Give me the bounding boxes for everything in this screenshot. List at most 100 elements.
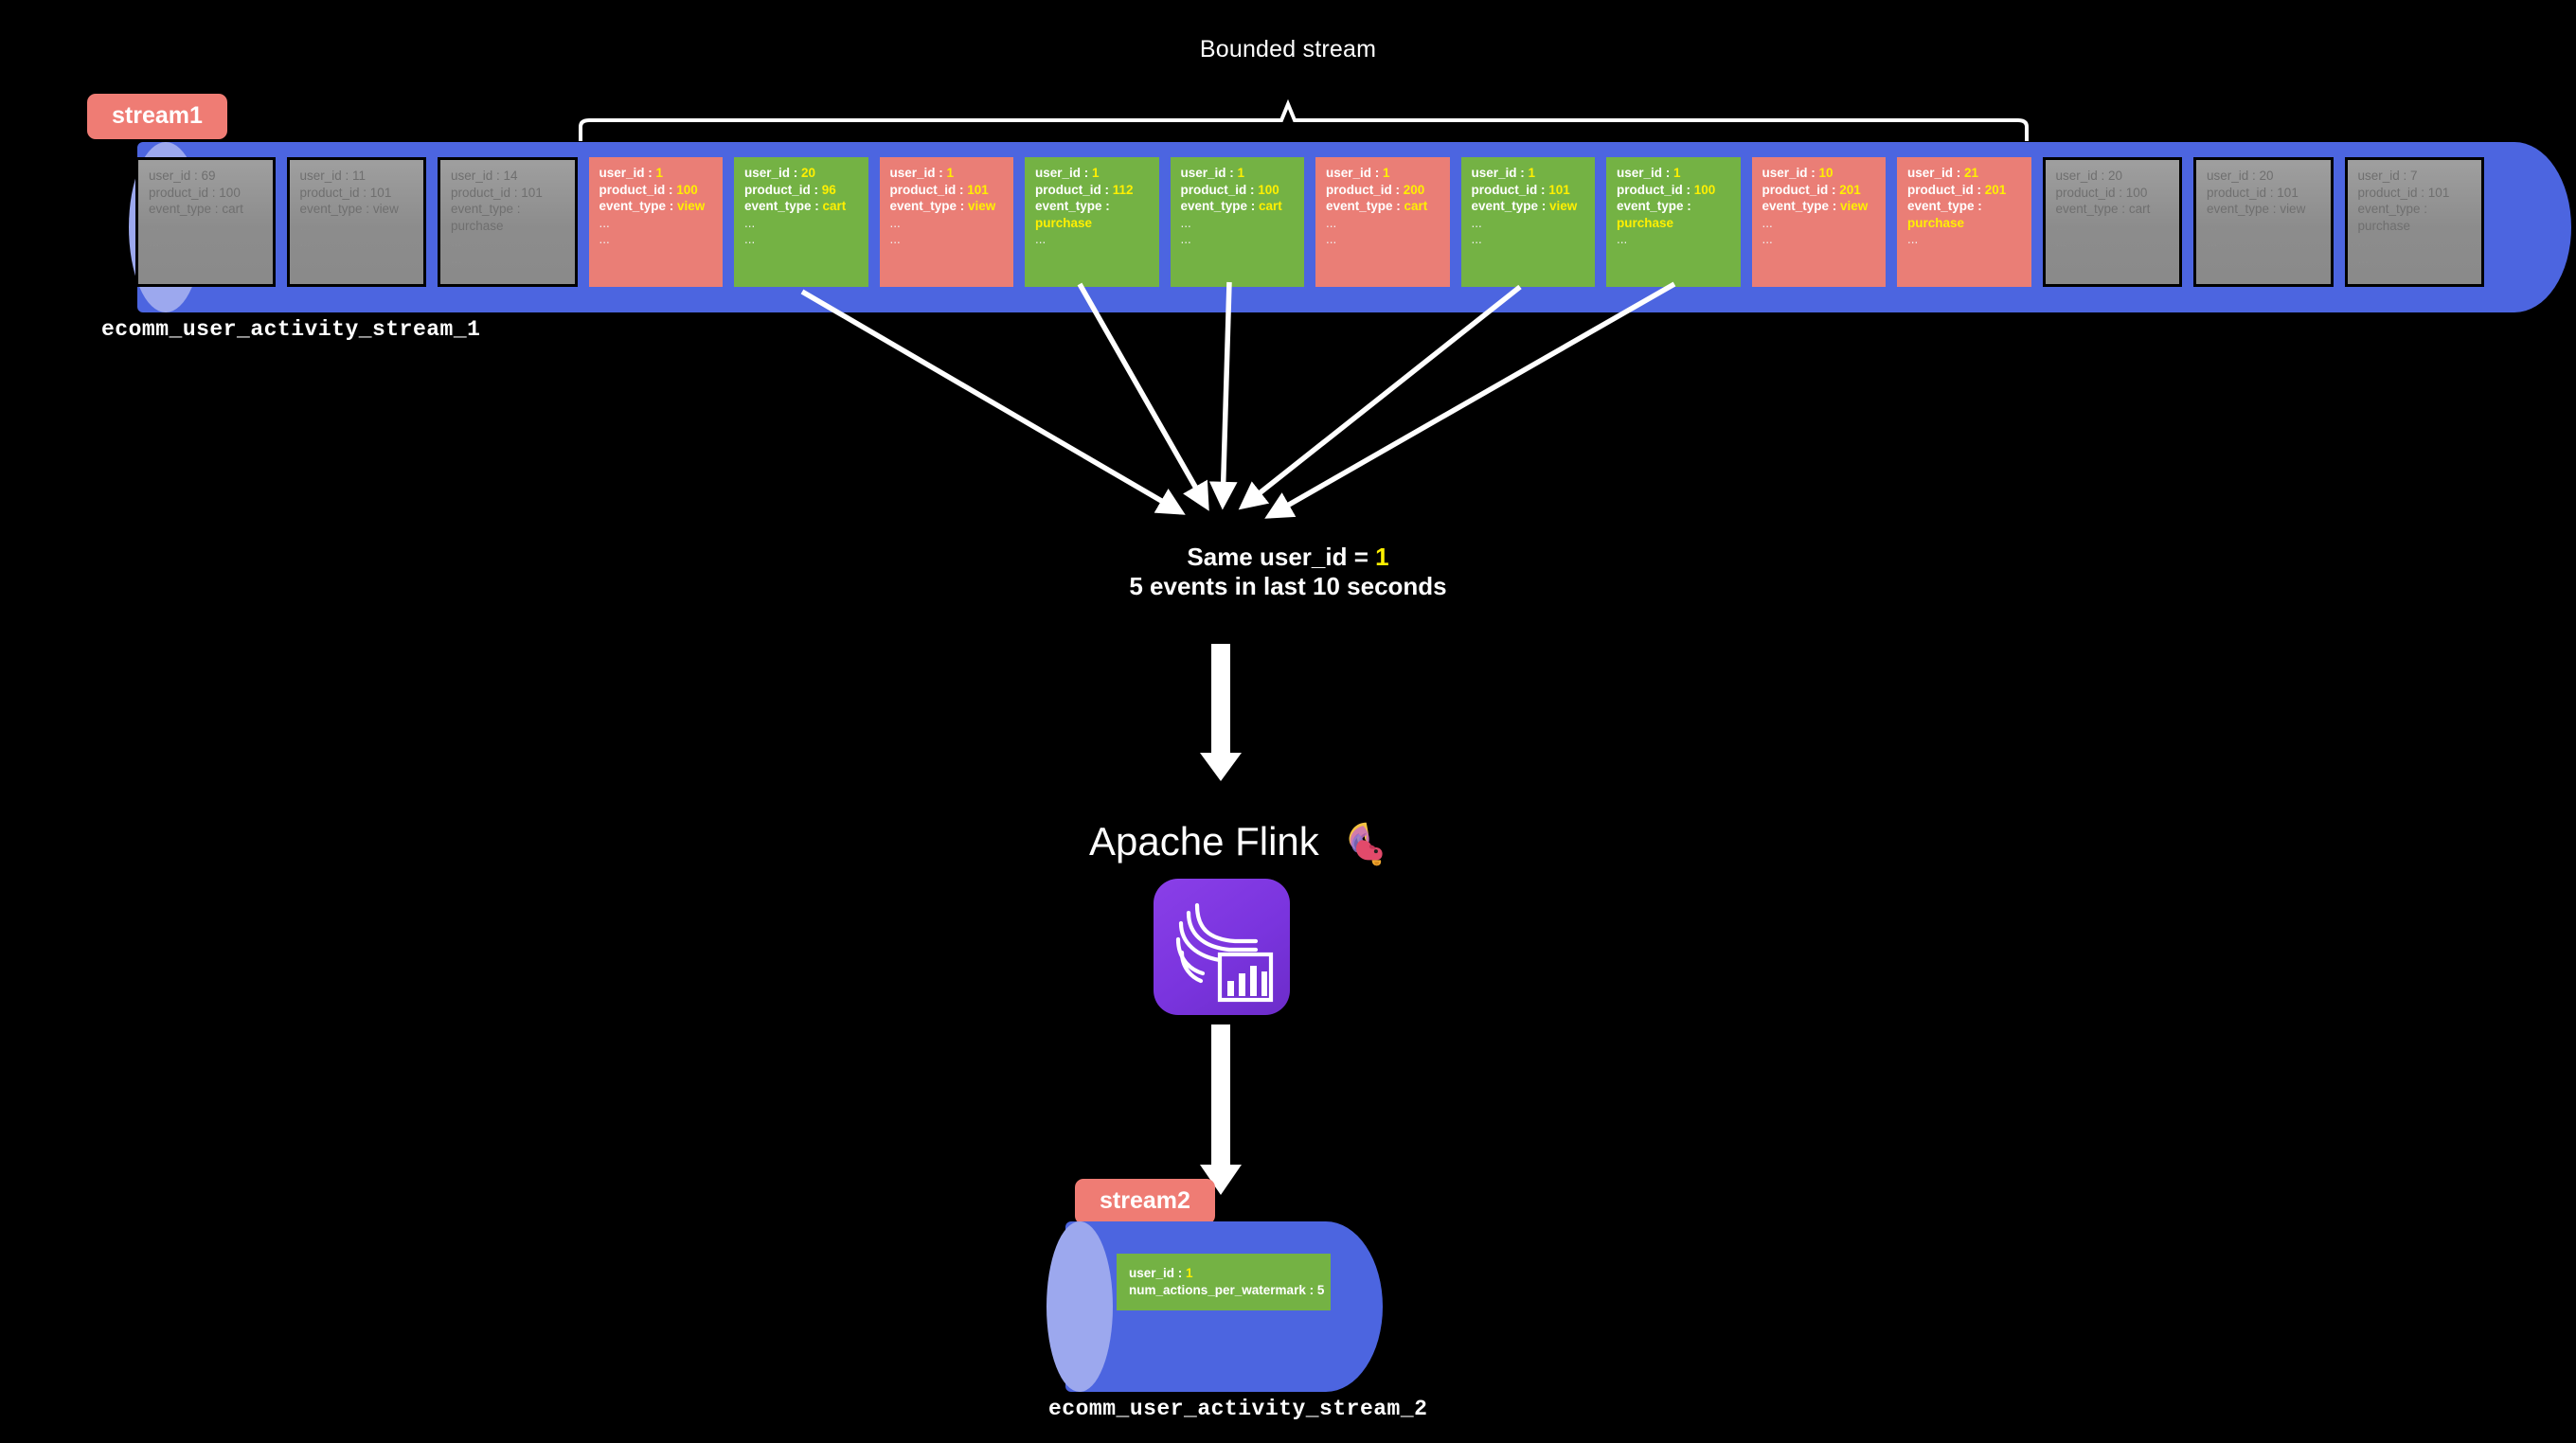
- card-ellipsis: ...: [149, 235, 160, 249]
- bounded-stream-label: Bounded stream: [1199, 36, 1377, 62]
- card-event-type-value: cart: [822, 199, 847, 213]
- card-event-type-label: event_type :: [889, 199, 969, 213]
- card-event-type-value: view: [1840, 199, 1869, 213]
- card-ellipsis: ...: [2055, 235, 2066, 249]
- card-user-id-label: user_id :: [1180, 166, 1238, 180]
- card-user-id-value: 10: [1818, 166, 1834, 180]
- card-event-type-value: view: [2280, 202, 2306, 216]
- arrow-from-card-7: [1077, 282, 1209, 511]
- arrow-flink-to-stream2: [1200, 1024, 1242, 1195]
- card-product-id-value: 101: [1548, 182, 1570, 197]
- flink-logo-glyph: [1175, 902, 1274, 1003]
- stream2-cylinder: user_id : 1 num_actions_per_watermark : …: [1046, 1221, 1383, 1392]
- card-product-id-value: 101: [2427, 185, 2450, 200]
- card-product-id-label-row: product_id : 100: [1181, 182, 1297, 199]
- card-product-id-label-row: product_id : 201: [1907, 182, 2023, 199]
- card-user-id-label-row: user_id : 1: [1472, 165, 1587, 182]
- same-user-id-value: 1: [1375, 543, 1389, 571]
- card-event-type-label: event_type :: [1907, 199, 1982, 213]
- card-product-id-label-row: product_id : 101: [890, 182, 1006, 199]
- card-product-id-label-row: product_id : 100: [2056, 185, 2172, 202]
- card-ellipsis: ...: [1762, 215, 1773, 230]
- flink-title-text: Apache Flink: [1089, 819, 1319, 864]
- card-user-id-value: 1: [1237, 166, 1245, 180]
- stream1-name-label: ecomm_user_activity_stream_1: [101, 317, 481, 342]
- card-event-type-value: view: [677, 199, 706, 213]
- card-user-id-label-row: user_id : 1: [1617, 165, 1732, 182]
- card-ellipsis: ...: [1180, 232, 1191, 246]
- card-product-id-label: product_id :: [299, 185, 370, 200]
- card-user-id-label-row: user_id : 1: [599, 165, 715, 182]
- card-product-id-value: 101: [521, 185, 543, 200]
- card-product-id-value: 100: [219, 185, 241, 200]
- arrow-from-card-8: [1208, 281, 1238, 510]
- stream2-user-id-row: user_id : 1: [1129, 1265, 1331, 1282]
- card-event-type-label: event_type :: [299, 202, 373, 216]
- card-product-id-value: 100: [2125, 185, 2148, 200]
- card-ellipsis: ...: [2207, 218, 2218, 233]
- card-event-type-label: event_type :: [599, 199, 678, 213]
- card-user-id-value: 1: [1383, 166, 1390, 180]
- card-user-id-value: 1: [655, 166, 664, 180]
- card-event-type-label-row: event_type : purchase: [2358, 201, 2474, 234]
- card-user-id-value: 7: [2410, 169, 2418, 183]
- card-ellipsis: ...: [1762, 232, 1773, 246]
- card-product-id-label-row: product_id : 96: [744, 182, 860, 199]
- card-event-type-label-row: event_type : view: [599, 198, 715, 215]
- card-ellipsis: ...: [451, 235, 462, 249]
- card-event-type-value: purchase: [2357, 218, 2411, 233]
- card-event-type-value: view: [968, 199, 996, 213]
- card-event-type-label-row: event_type : view: [890, 198, 1006, 215]
- card-product-id-label-row: product_id : 112: [1035, 182, 1151, 199]
- stream1-tag: stream1: [87, 94, 227, 139]
- card-product-id-value: 112: [1112, 182, 1134, 197]
- card-ellipsis: ...: [1471, 232, 1482, 246]
- card-product-id-value: 200: [1403, 182, 1425, 197]
- card-user-id-label: user_id :: [1907, 166, 1965, 180]
- card-user-id-label: user_id :: [451, 169, 504, 183]
- card-user-id-label: user_id :: [2357, 169, 2411, 183]
- card-product-id-label: product_id :: [1907, 182, 1985, 197]
- arrow-from-card-10: [1238, 284, 1522, 510]
- card-event-type-value: cart: [1404, 199, 1428, 213]
- card-event-type-value: cart: [1259, 199, 1282, 213]
- card-ellipsis: ...: [1180, 215, 1191, 230]
- card-ellipsis: ...: [1617, 232, 1628, 246]
- aggregation-note-line2: 5 events in last 10 seconds: [1129, 572, 1447, 600]
- card-event-type-label-row: event_type : view: [300, 201, 416, 218]
- card-product-id-label: product_id :: [1326, 182, 1404, 197]
- stream2-result-card: user_id : 1 num_actions_per_watermark : …: [1117, 1254, 1331, 1310]
- card-user-id-label: user_id :: [1326, 166, 1384, 180]
- card-product-id-label-row: product_id : 101: [1472, 182, 1587, 199]
- card-user-id-value: 1: [1092, 166, 1100, 180]
- card-product-id-value: 100: [676, 182, 698, 197]
- stream2-metric-row: num_actions_per_watermark : 5: [1129, 1282, 1331, 1299]
- card-ellipsis: ...: [599, 215, 610, 230]
- stream2-metric-label: num_actions_per_watermark :: [1129, 1283, 1317, 1297]
- card-user-id-label: user_id :: [744, 166, 802, 180]
- card-user-id-label-row: user_id : 1: [1035, 165, 1151, 182]
- card-event-type-label: event_type :: [451, 202, 521, 216]
- card-user-id-label-row: user_id : 1: [1181, 165, 1297, 182]
- card-user-id-value: 1: [1528, 166, 1536, 180]
- card-product-id-label: product_id :: [2207, 185, 2278, 200]
- card-event-type-label: event_type :: [149, 202, 223, 216]
- card-ellipsis: ...: [451, 251, 462, 266]
- card-user-id-value: 14: [503, 169, 518, 183]
- card-ellipsis: ...: [1326, 232, 1337, 246]
- card-event-type-label: event_type :: [2357, 202, 2428, 216]
- card-user-id-value: 20: [2108, 169, 2123, 183]
- card-event-type-label: event_type :: [1471, 199, 1550, 213]
- card-ellipsis: ...: [1035, 232, 1046, 246]
- card-ellipsis: ...: [2357, 235, 2369, 249]
- card-product-id-value: 101: [369, 185, 392, 200]
- card-ellipsis: ...: [1907, 232, 1919, 246]
